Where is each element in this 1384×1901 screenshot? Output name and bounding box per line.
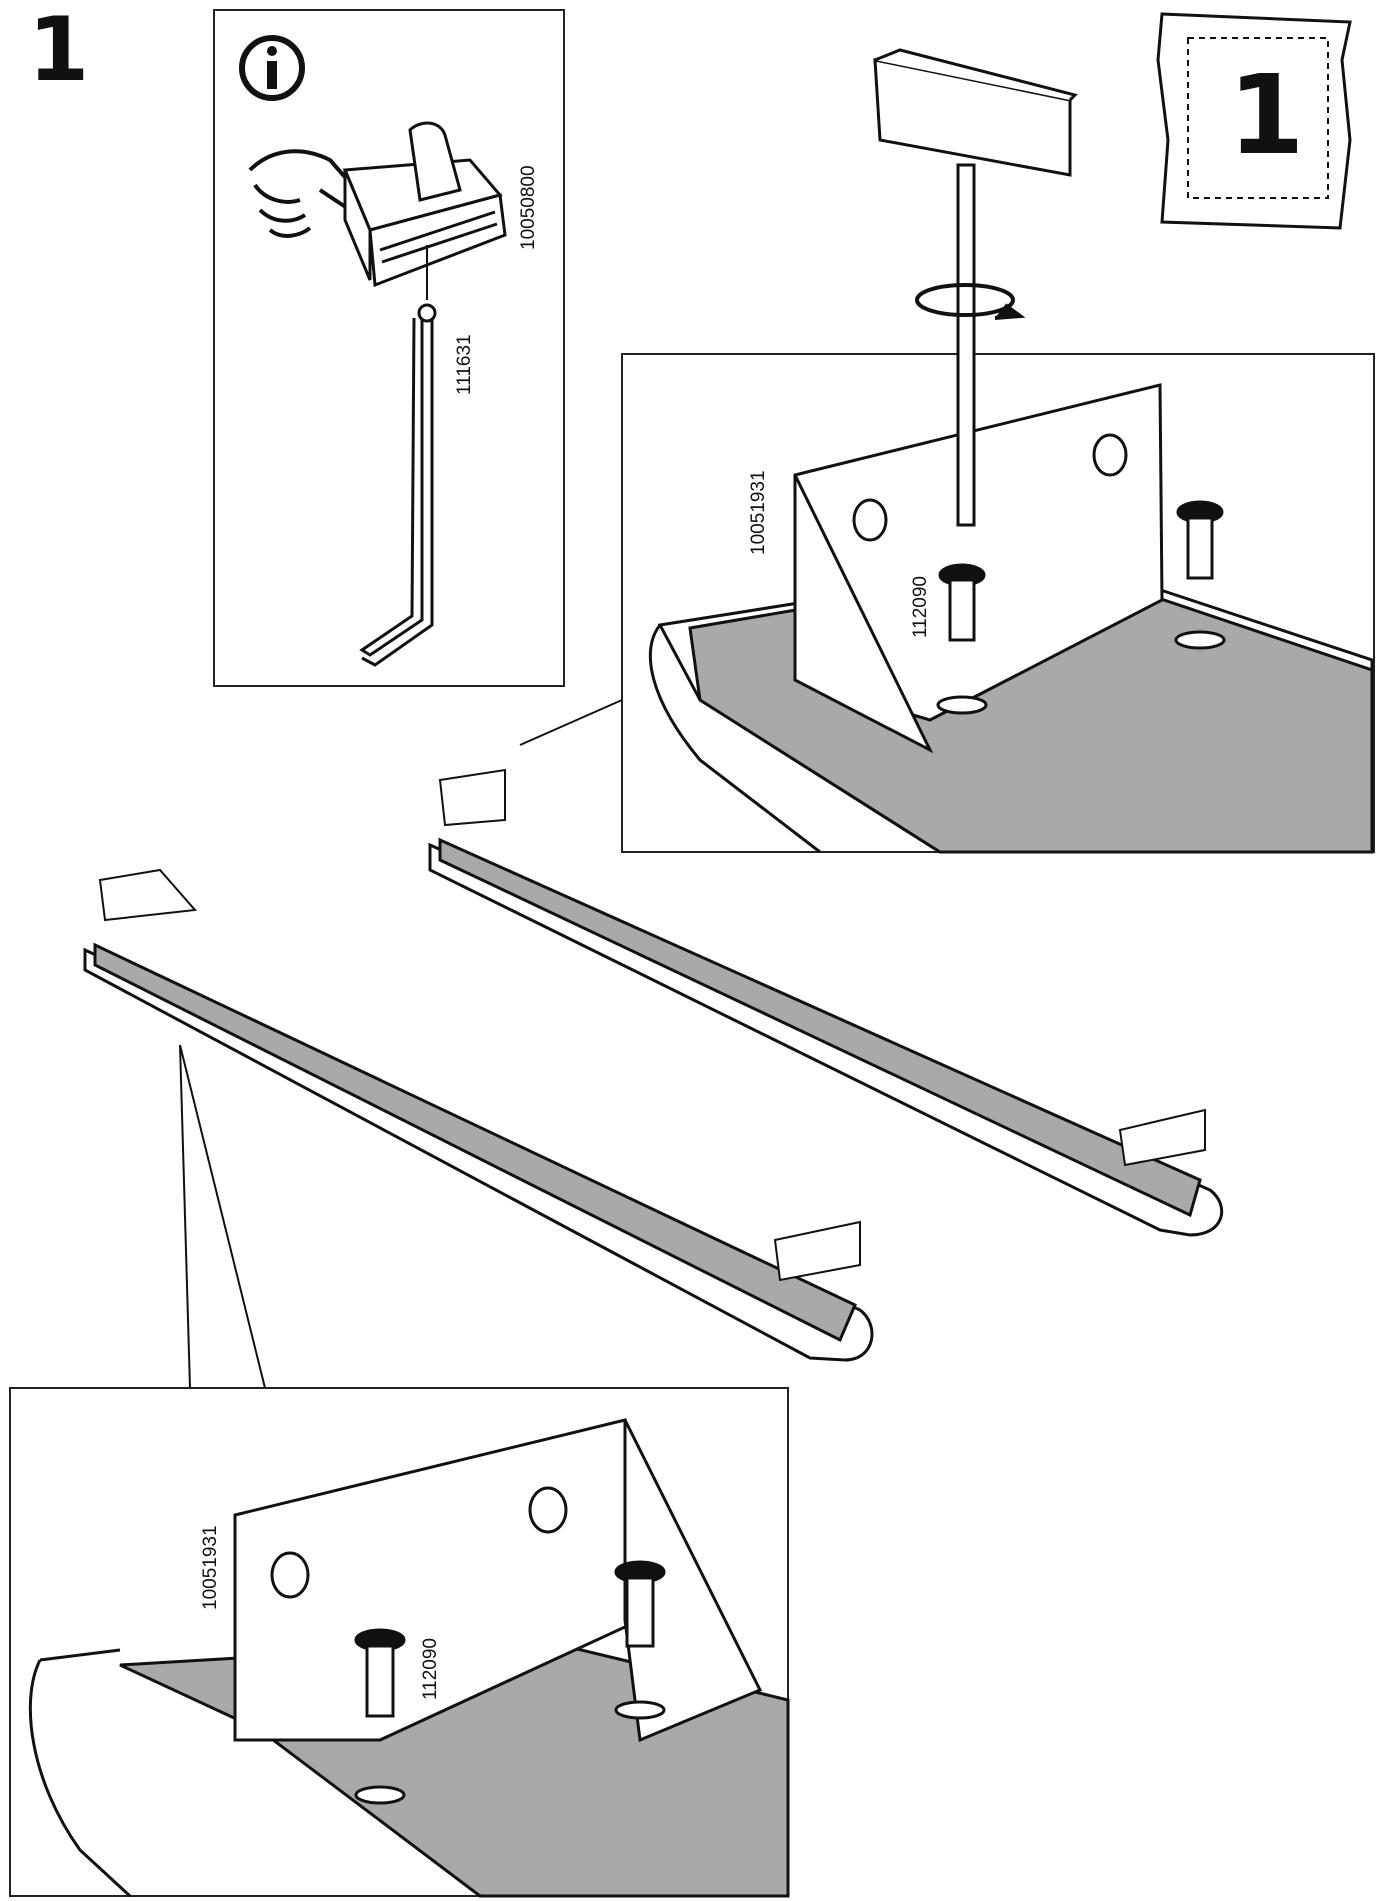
detail-bottom-screws [354,1560,666,1805]
allen-key-icon [359,303,437,667]
step-number: 1 [28,0,90,101]
upper-beam [428,837,1224,1237]
t-handle-icon [342,121,507,288]
beam-brackets [98,768,1206,1282]
detail-top-bracket-part-number: 10051931 [748,470,769,555]
detail-bottom-bracket [233,1418,763,1743]
lower-beam [83,942,874,1362]
rotate-clockwise-icon [915,283,1026,320]
detail-top-screw-part-number: 112090 [910,576,931,638]
info-panel-frame [213,9,565,687]
detail-bottom-bracket-part-number: 10051931 [200,1525,221,1610]
t-handle-driver-icon [873,48,1078,527]
detail-top-bracket [793,383,1164,754]
tool-handle-part-number: 10050800 [518,165,539,250]
hardware-bag-icon [1156,12,1352,230]
detail-top-screws [936,500,1226,715]
detail-bottom-screw-part-number: 112090 [420,1638,441,1700]
bag-number: 1 [1228,51,1305,179]
info-icon [239,35,305,101]
allen-key-part-number: 111631 [454,334,475,395]
